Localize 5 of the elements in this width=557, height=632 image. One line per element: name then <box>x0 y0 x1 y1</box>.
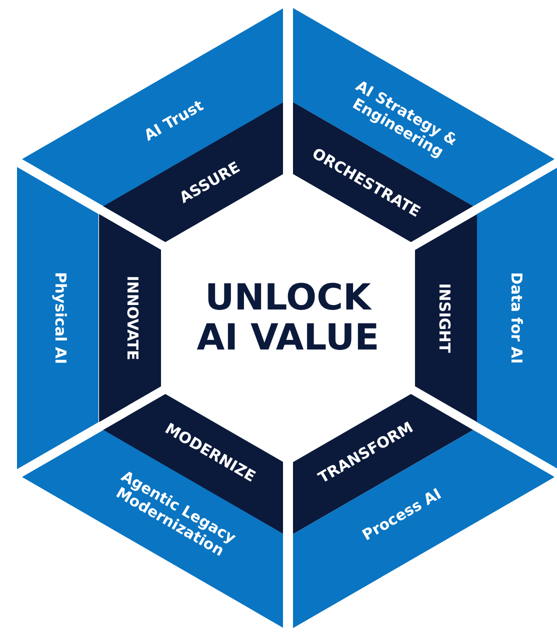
segment-label: Data for AI <box>507 271 524 366</box>
segment-label: Physical AI <box>52 270 69 366</box>
band-label: INSIGHT <box>435 282 453 355</box>
hub-title: UNLOCK AI VALUE <box>196 278 380 358</box>
band-label: INNOVATE <box>124 274 141 362</box>
